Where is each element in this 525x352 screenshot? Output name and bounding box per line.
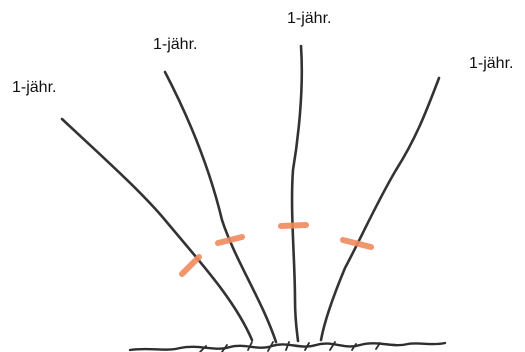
cut-mark-shoot-1: [182, 257, 199, 274]
shoot-4-stem: [321, 78, 439, 340]
shoot-3-stem: [292, 46, 302, 341]
shoot-2-age-label: 1-jähr.: [153, 36, 197, 54]
shoot-1-stem: [62, 119, 252, 340]
shoot-4-age-label: 1-jähr.: [469, 55, 513, 73]
shoot-1-age-label: 1-jähr.: [12, 79, 56, 97]
cut-mark-shoot-2: [218, 237, 242, 243]
cut-mark-shoot-4: [343, 240, 371, 247]
shoot-2-stem: [165, 72, 276, 342]
cut-mark-shoot-3: [281, 225, 306, 226]
shoot-3-age-label: 1-jähr.: [287, 10, 331, 28]
